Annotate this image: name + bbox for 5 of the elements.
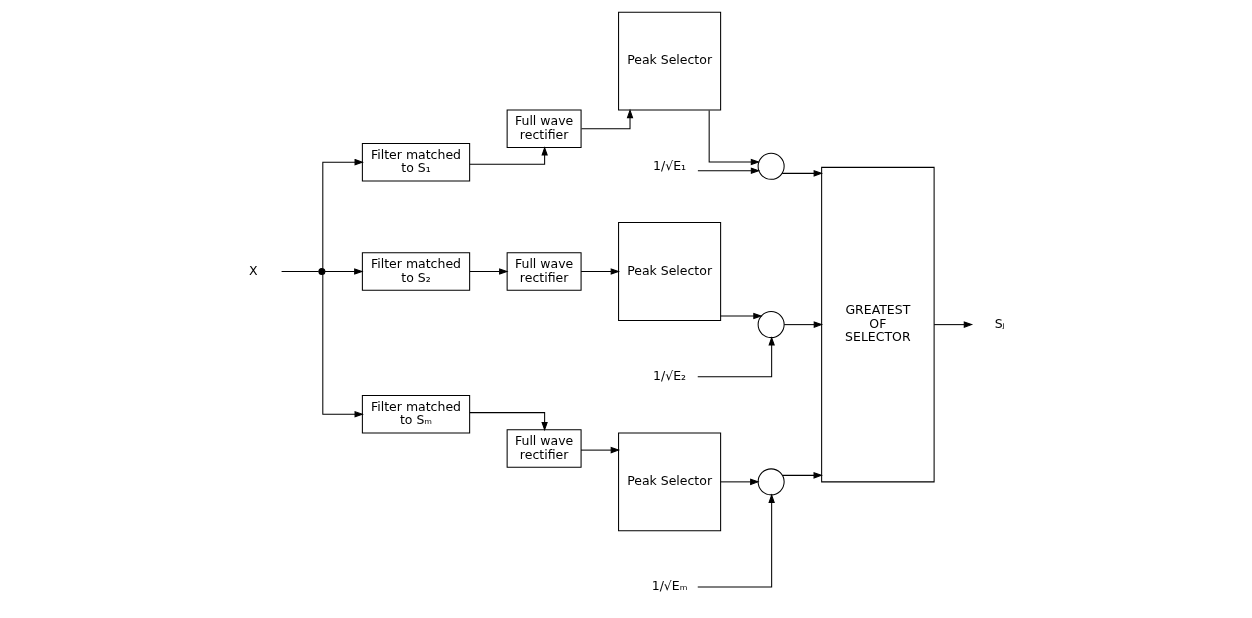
node-text: Sⱼ: [994, 315, 1005, 331]
node-text: 1/√Eₘ: [651, 578, 687, 594]
node-text: 1/√E₂: [652, 367, 686, 383]
node-text: X: [248, 262, 258, 278]
node-text: 1/√E₁: [652, 157, 686, 173]
